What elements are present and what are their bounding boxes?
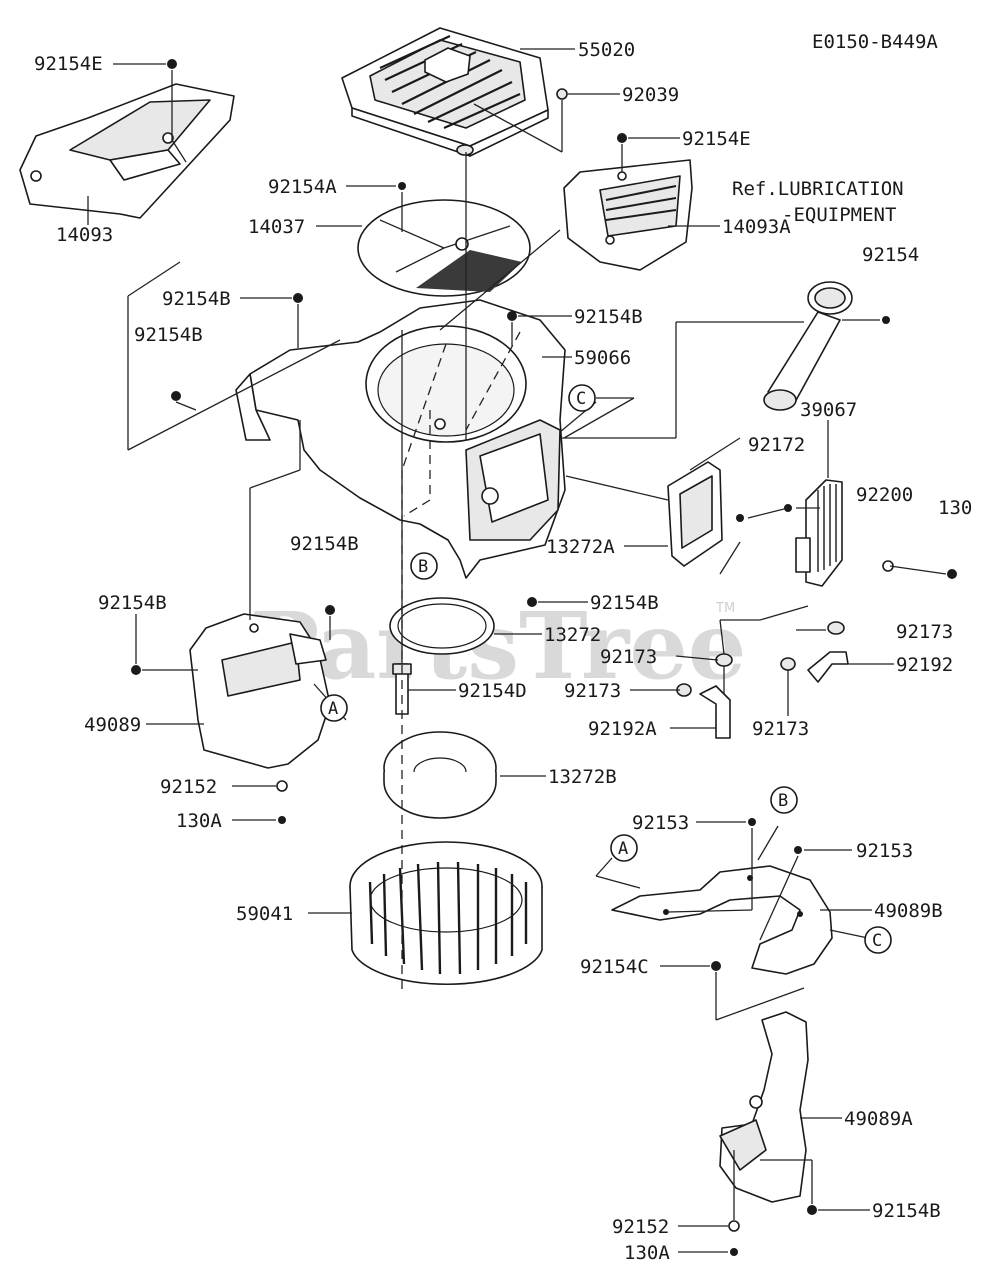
diagram-code: E0150-B449A — [812, 31, 938, 53]
label-92039[interactable]: 92039 — [622, 84, 679, 106]
label-92154[interactable]: 92154 — [862, 244, 919, 266]
label-92152-1[interactable]: 92152 — [160, 776, 217, 798]
label-92154B-7[interactable]: 92154B — [872, 1200, 941, 1222]
label-92154B-2[interactable]: 92154B — [574, 306, 643, 328]
label-130A-1[interactable]: 130A — [176, 810, 222, 832]
shroud-right-part[interactable] — [563, 159, 693, 271]
label-92173-2[interactable]: 92173 — [600, 646, 657, 668]
callout-a-left: A — [320, 694, 348, 722]
label-92173-4[interactable]: 92173 — [752, 718, 809, 740]
label-13272[interactable]: 13272 — [544, 624, 601, 646]
label-14093A[interactable]: 14093A — [722, 216, 791, 238]
svg-text:B: B — [418, 557, 428, 577]
label-92154B-1[interactable]: 92154B — [162, 288, 231, 310]
label-92192[interactable]: 92192 — [896, 654, 953, 676]
dashed-assembly-lines — [401, 331, 521, 990]
base-plate-part[interactable] — [383, 731, 497, 819]
label-49089B[interactable]: 49089B — [874, 900, 943, 922]
label-92154B-3[interactable]: 92154B — [134, 324, 203, 346]
label-92154B-5[interactable]: 92154B — [98, 592, 167, 614]
label-92154B-4[interactable]: 92154B — [290, 533, 359, 555]
label-92200[interactable]: 92200 — [856, 484, 913, 506]
label-130[interactable]: 130 — [938, 497, 972, 519]
cooler-plate-part[interactable] — [667, 461, 723, 567]
svg-text:A: A — [618, 839, 628, 859]
blower-housing-part[interactable] — [235, 299, 566, 579]
label-92153-2[interactable]: 92153 — [856, 840, 913, 862]
svg-text:C: C — [576, 389, 586, 409]
ref-note-line2: -EQUIPMENT — [782, 204, 896, 226]
label-130A-2[interactable]: 130A — [624, 1242, 670, 1264]
label-92154B-6[interactable]: 92154B — [590, 592, 659, 614]
callout-c-bottom: C — [864, 926, 892, 954]
label-59066[interactable]: 59066 — [574, 347, 631, 369]
shroud-left-part[interactable] — [19, 83, 235, 219]
label-92154D[interactable]: 92154D — [458, 680, 527, 702]
label-14093[interactable]: 14093 — [56, 224, 113, 246]
label-13272A[interactable]: 13272A — [546, 536, 615, 558]
label-55020[interactable]: 55020 — [578, 39, 635, 61]
callout-b-top: B — [410, 552, 438, 580]
svg-text:A: A — [328, 699, 338, 719]
label-92153-1[interactable]: 92153 — [632, 812, 689, 834]
label-14037[interactable]: 14037 — [248, 216, 305, 238]
hose-92192A-part[interactable] — [699, 685, 731, 739]
ref-note-line1: Ref.LUBRICATION — [732, 178, 904, 200]
gasket-ring-part[interactable] — [389, 597, 495, 655]
watermark-tm: TM — [715, 601, 735, 616]
baffle-49089A-part[interactable] — [719, 1011, 809, 1203]
oil-fill-tube-part[interactable] — [763, 281, 853, 411]
svg-text:C: C — [872, 931, 882, 951]
label-92172[interactable]: 92172 — [748, 434, 805, 456]
label-92173-3[interactable]: 92173 — [564, 680, 621, 702]
hose-92192-part[interactable] — [807, 651, 849, 683]
label-92154E-left[interactable]: 92154E — [34, 53, 103, 75]
label-49089[interactable]: 49089 — [84, 714, 141, 736]
baffle-left-part[interactable] — [189, 613, 331, 769]
label-39067[interactable]: 39067 — [800, 399, 857, 421]
label-92152-2[interactable]: 92152 — [612, 1216, 669, 1238]
label-59041[interactable]: 59041 — [236, 903, 293, 925]
callout-a-bottom: A — [610, 834, 638, 862]
label-13272B[interactable]: 13272B — [548, 766, 617, 788]
oil-cooler-part[interactable] — [795, 479, 843, 587]
label-92173-1[interactable]: 92173 — [896, 621, 953, 643]
label-92154A[interactable]: 92154A — [268, 176, 337, 198]
callout-b-bottom: B — [770, 786, 798, 814]
label-92154E-right[interactable]: 92154E — [682, 128, 751, 150]
callout-c-top: C — [568, 384, 596, 412]
label-92154C[interactable]: 92154C — [580, 956, 649, 978]
starter-cover-part[interactable] — [341, 27, 549, 157]
cooling-screen-part[interactable] — [357, 199, 531, 297]
svg-text:B: B — [778, 791, 788, 811]
fasteners-group — [131, 59, 957, 1256]
label-49089A[interactable]: 49089A — [844, 1108, 913, 1130]
leader-lines — [87, 48, 947, 1253]
label-92192A[interactable]: 92192A — [588, 718, 657, 740]
flywheel-fan-part[interactable] — [349, 841, 543, 986]
